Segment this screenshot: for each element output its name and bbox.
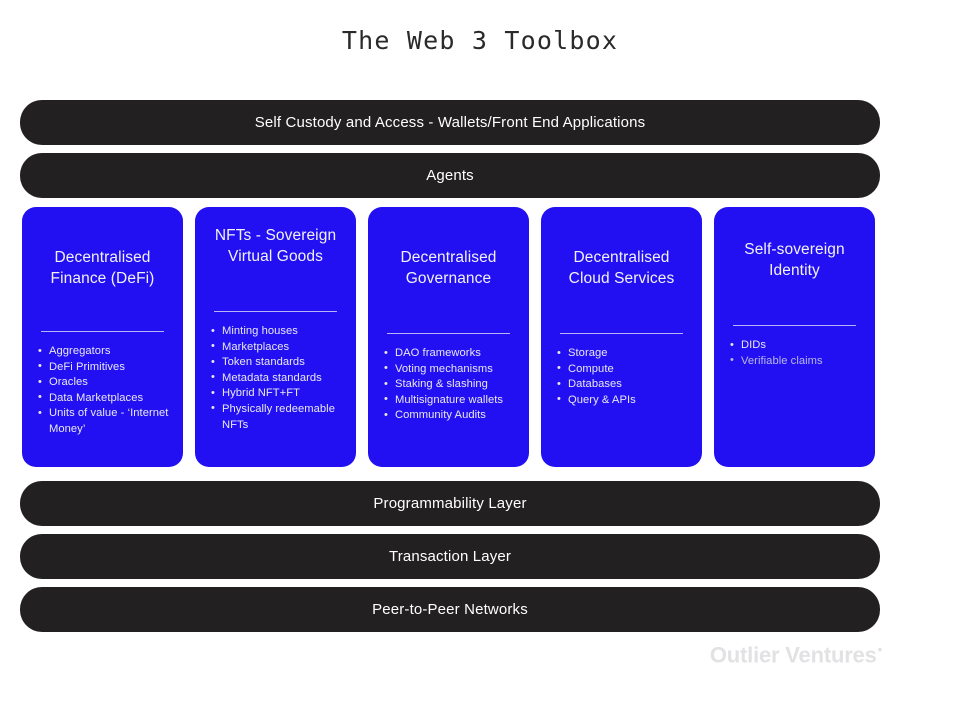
card-decentralised-governance: Decentralised Governance DAO frameworks … bbox=[368, 207, 529, 467]
card-divider bbox=[387, 333, 510, 334]
card-bullet-list: DAO frameworks Voting mechanisms Staking… bbox=[381, 346, 516, 424]
layer-bar-label: Programmability Layer bbox=[373, 495, 527, 512]
card-self-sovereign-identity: Self-sovereign Identity DIDs Verifiable … bbox=[714, 207, 875, 467]
layer-bar-peer-to-peer: Peer-to-Peer Networks bbox=[20, 587, 880, 632]
list-item: Units of value - ‘Internet Money’ bbox=[37, 406, 170, 437]
list-item: Token standards bbox=[210, 355, 343, 371]
card-bullet-list: Aggregators DeFi Primitives Oracles Data… bbox=[35, 344, 170, 438]
card-title: Self-sovereign Identity bbox=[744, 241, 845, 279]
list-item: Minting houses bbox=[210, 324, 343, 340]
card-row: Decentralised Finance (DeFi) Aggregators… bbox=[22, 207, 878, 467]
card-title: Decentralised Finance (DeFi) bbox=[50, 249, 155, 287]
layer-bar-self-custody: Self Custody and Access - Wallets/Front … bbox=[20, 100, 880, 145]
list-item: Multisignature wallets bbox=[383, 392, 516, 409]
layer-bar-label: Agents bbox=[426, 167, 474, 184]
logo-mark-icon: • bbox=[877, 642, 883, 657]
list-item: Data Marketplaces bbox=[37, 390, 170, 407]
list-item: Community Audits bbox=[383, 408, 516, 424]
page-title: The Web 3 Toolbox bbox=[341, 26, 619, 55]
list-item: Oracles bbox=[37, 375, 170, 391]
list-item: DIDs bbox=[729, 338, 862, 354]
list-item: Databases bbox=[556, 377, 689, 393]
layer-bar-agents: Agents bbox=[20, 153, 880, 198]
list-item: Staking & slashing bbox=[383, 377, 516, 393]
list-item: Query & APIs bbox=[556, 392, 689, 409]
logo-text: Outlier Ventures bbox=[709, 642, 877, 668]
list-item: Physically redeemable NFTs bbox=[210, 401, 343, 433]
list-item: Voting mechanisms bbox=[383, 361, 516, 378]
list-item: DAO frameworks bbox=[383, 346, 516, 362]
list-item: Aggregators bbox=[37, 344, 170, 360]
card-bullet-list: DIDs Verifiable claims bbox=[727, 338, 862, 369]
card-title: NFTs - Sovereign Virtual Goods bbox=[214, 227, 337, 265]
list-item: Metadata standards bbox=[210, 370, 343, 387]
card-title: Decentralised Governance bbox=[400, 249, 497, 287]
layer-bar-label: Peer-to-Peer Networks bbox=[372, 601, 528, 618]
list-item: Compute bbox=[556, 361, 689, 378]
card-decentralised-cloud-services: Decentralised Cloud Services Storage Com… bbox=[541, 207, 702, 467]
card-bullet-list: Minting houses Marketplaces Token standa… bbox=[208, 324, 343, 433]
card-divider bbox=[733, 325, 856, 326]
card-bullet-list: Storage Compute Databases Query & APIs bbox=[554, 346, 689, 408]
layer-bar-label: Self Custody and Access - Wallets/Front … bbox=[254, 114, 646, 131]
layer-bar-programmability: Programmability Layer bbox=[20, 481, 880, 526]
layer-bar-label: Transaction Layer bbox=[388, 548, 512, 565]
list-item: Marketplaces bbox=[210, 339, 343, 356]
list-item: Storage bbox=[556, 346, 689, 362]
card-title: Decentralised Cloud Services bbox=[568, 249, 675, 287]
card-divider bbox=[214, 311, 337, 312]
list-item: DeFi Primitives bbox=[37, 359, 170, 376]
outlier-ventures-logo: Outlier Ventures• bbox=[710, 642, 882, 668]
list-item: Hybrid NFT+FT bbox=[210, 386, 343, 402]
card-nfts-sovereign-virtual-goods: NFTs - Sovereign Virtual Goods Minting h… bbox=[195, 207, 356, 467]
card-divider bbox=[560, 333, 683, 334]
card-divider bbox=[41, 331, 164, 332]
layer-bar-transaction: Transaction Layer bbox=[20, 534, 880, 579]
card-decentralised-finance: Decentralised Finance (DeFi) Aggregators… bbox=[22, 207, 183, 467]
list-item: Verifiable claims bbox=[729, 353, 862, 370]
